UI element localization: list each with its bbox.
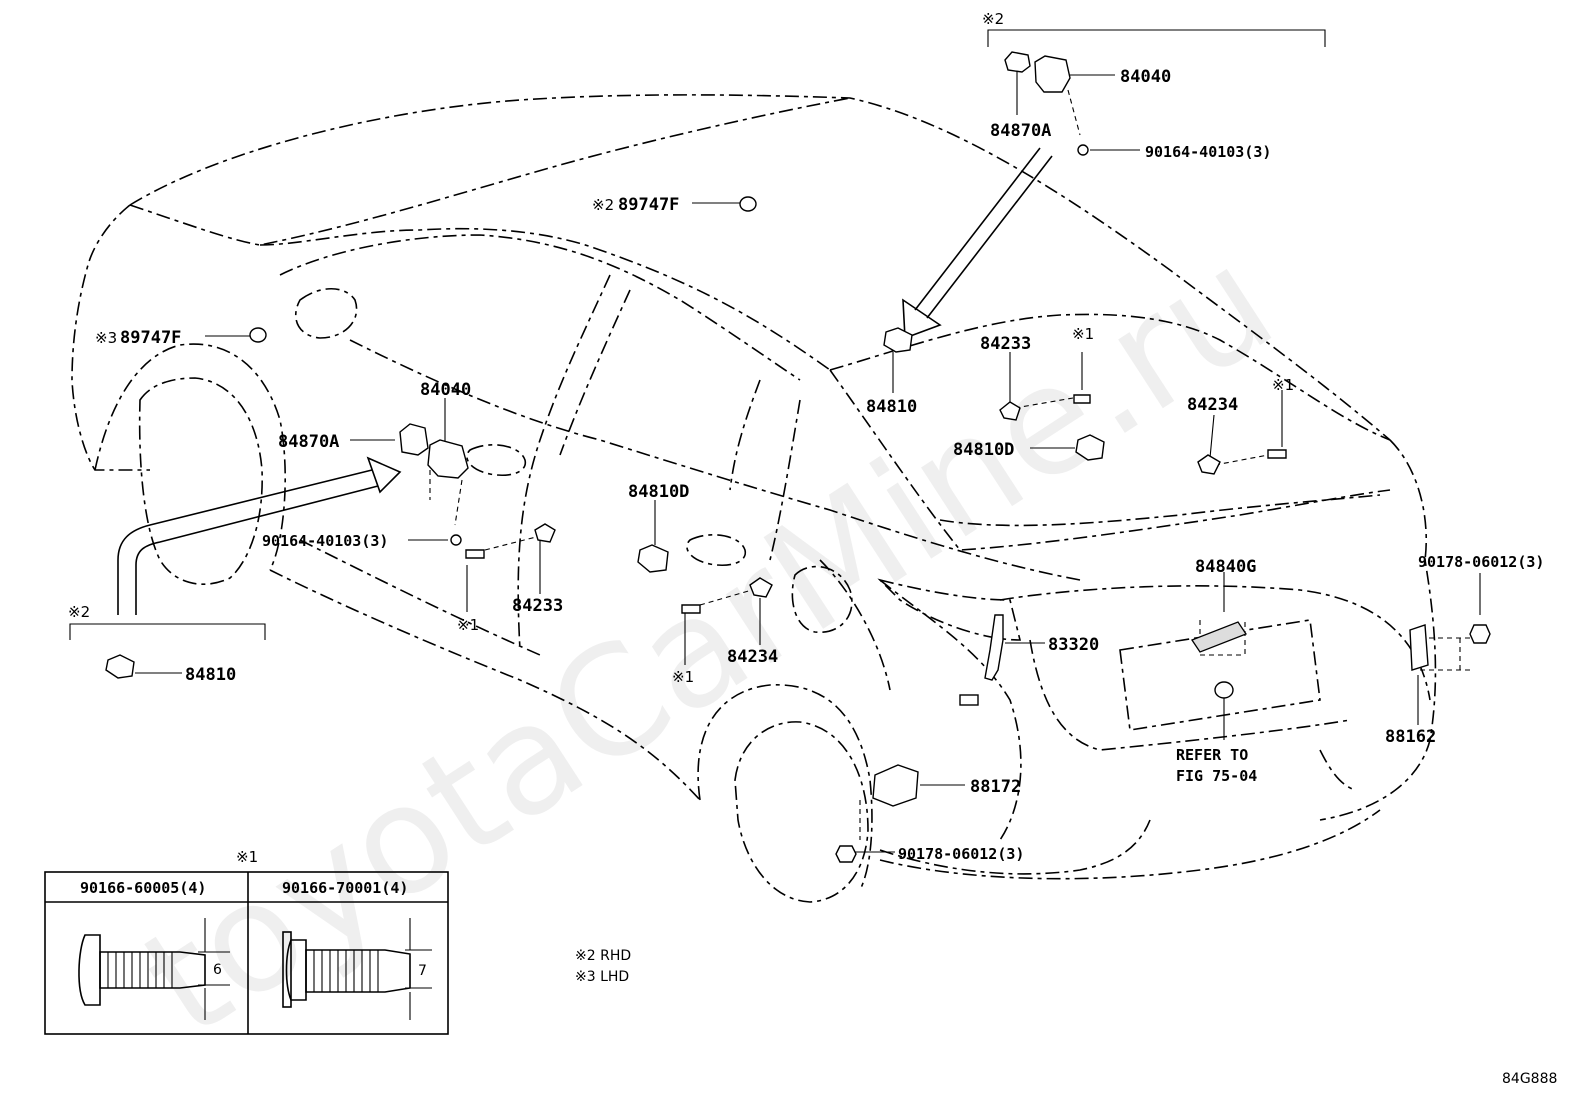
label-84234-right: 84234 [1187,395,1238,415]
label-84234-left: 84234 [727,647,778,667]
leader-lines [69,29,1481,853]
nut-90178-bottom [835,845,857,863]
bolt-table-mark: ※1 [236,848,258,866]
label-84810D-mid: 84810D [953,440,1014,460]
label-90178-right: 90178-06012(3) [1418,553,1544,571]
part-84810D-mid [1075,434,1105,461]
label-84870A-left: 84870A [278,432,339,452]
part-83320 [984,614,1004,681]
part-89747F-left [249,327,267,343]
mark-84233-left: ※1 [457,616,479,634]
box-mark-top: ※2 [982,10,1004,28]
part-84810-mid [883,327,913,353]
bolt-table: ※1 90166-60005(4) 90166-70001(4) 6 [44,848,449,1035]
part-84870A-top [1004,51,1031,73]
mark-89747F-left: ※3 [95,329,117,347]
bolt-84234-left [681,604,701,614]
part-84234-left [749,577,773,598]
label-84040-left: 84040 [420,380,471,400]
label-84810-box: 84810 [185,665,236,685]
part-89747F-top [739,196,757,212]
bolt-84234-right [1267,449,1287,459]
mark-84234-right: ※1 [1272,376,1294,394]
refer-line-2: FIG 75-04 [1176,767,1257,785]
bolt-dim-1: 6 [213,962,222,978]
part-84233-mid [999,401,1021,421]
label-89747F-top: 89747F [618,195,679,215]
label-84810D-left: 84810D [628,482,689,502]
label-88172: 88172 [970,777,1021,797]
parts [105,51,1491,863]
bolt-col1-header: 90166-60005(4) [80,879,206,897]
part-88172 [872,764,919,807]
mark-84234-left: ※1 [672,668,694,686]
part-84234-right [1197,454,1221,475]
note-rhd: ※2 RHD [575,948,631,964]
bolt-84233-mid [1073,394,1091,404]
bolt-col2-header: 90166-70001(4) [282,879,408,897]
part-88162 [1409,624,1429,671]
bolt-dim-2: 7 [418,963,427,979]
label-84840G: 84840G [1195,557,1256,577]
watermark: toyotaCarMine.ru [115,215,1303,1071]
part-84870A-left [399,423,429,456]
connector-83320 [959,694,979,706]
label-89747F-left: 89747F [120,328,181,348]
part-90164-top [1077,144,1089,156]
note-lhd: ※3 LHD [575,969,629,985]
nut-90178-right [1469,624,1491,644]
label-90164-top: 90164-40103(3) [1145,143,1271,161]
label-90164-left: 90164-40103(3) [262,532,388,550]
label-84040-top: 84040 [1120,67,1171,87]
car-outline [71,94,1437,903]
diagram-code: 84G888 [1502,1071,1557,1087]
label-83320: 83320 [1048,635,1099,655]
bolt-drawing-1: 6 [78,918,230,1020]
label-84233-mid: 84233 [980,334,1031,354]
labels: ※2 84040 84870A 90164-40103(3) ※2 89747F… [68,10,1557,1087]
part-90164-left [450,534,462,546]
part-84040-top [1034,55,1071,93]
bolt-drawing-2: 7 [282,918,432,1020]
part-84810-box [105,654,135,679]
part-84840G [1191,621,1247,653]
bolt-84233-left [465,549,485,559]
part-84040-left [427,439,469,479]
mark-84233-mid: ※1 [1072,325,1094,343]
part-84810D-left [637,544,669,573]
label-84233-left: 84233 [512,596,563,616]
grommet-84840G [1214,681,1234,699]
part-84233-left [534,523,556,543]
refer-line-1: REFER TO [1176,746,1248,764]
mark-89747F-top: ※2 [592,196,614,214]
label-90178-bottom: 90178-06012(3) [898,845,1024,863]
label-84870A-top: 84870A [990,121,1051,141]
label-84810-mid: 84810 [866,397,917,417]
label-88162: 88162 [1385,727,1436,747]
box-mark-left: ※2 [68,603,90,621]
